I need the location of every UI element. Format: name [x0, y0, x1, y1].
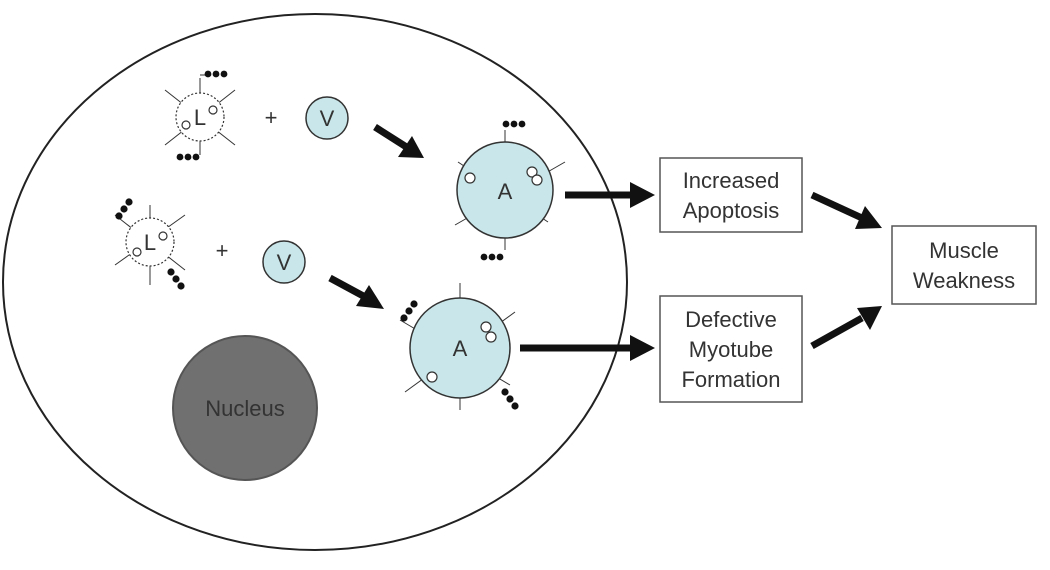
- ligand-bottom: L: [114, 198, 186, 290]
- ligand-label-bottom: L: [144, 230, 156, 255]
- arrow-vesicle-to-aggregate-top: [373, 124, 424, 158]
- vesicle-label-bottom: V: [277, 250, 292, 275]
- weakness-line-1: Muscle: [929, 238, 999, 263]
- arrow-to-apoptosis: [565, 182, 655, 208]
- box-defective-myotube-formation: Defective Myotube Formation: [659, 295, 803, 403]
- aggregate-bottom: A: [399, 283, 519, 410]
- vesicle-top: V: [305, 96, 349, 140]
- aggregate-top: A: [454, 120, 566, 261]
- arrow-apoptosis-to-weakness: [810, 191, 882, 229]
- plus-sign-top: +: [265, 105, 278, 130]
- myotube-line-1: Defective: [685, 307, 777, 332]
- ligand-label-top: L: [194, 105, 206, 130]
- box-increased-apoptosis: Increased Apoptosis: [659, 157, 803, 233]
- weakness-line-2: Weakness: [913, 268, 1015, 293]
- arrow-to-myotube: [520, 335, 655, 361]
- myotube-line-3: Formation: [681, 367, 780, 392]
- cell-membrane: [2, 13, 628, 551]
- apoptosis-line-2: Apoptosis: [683, 198, 780, 223]
- myotube-line-2: Myotube: [689, 337, 773, 362]
- vesicle-bottom: V: [262, 240, 306, 284]
- vesicle-label-top: V: [320, 106, 335, 131]
- box-muscle-weakness: Muscle Weakness: [891, 225, 1037, 305]
- ligand-top: L: [164, 70, 236, 161]
- arrow-vesicle-to-aggregate-bottom: [328, 274, 384, 309]
- aggregate-label-bottom: A: [453, 336, 468, 361]
- apoptosis-line-1: Increased: [683, 168, 780, 193]
- plus-sign-bottom: +: [216, 238, 229, 263]
- nucleus-label: Nucleus: [205, 396, 284, 421]
- arrow-myotube-to-weakness: [810, 306, 882, 350]
- aggregate-label-top: A: [498, 179, 513, 204]
- nucleus: [172, 335, 318, 481]
